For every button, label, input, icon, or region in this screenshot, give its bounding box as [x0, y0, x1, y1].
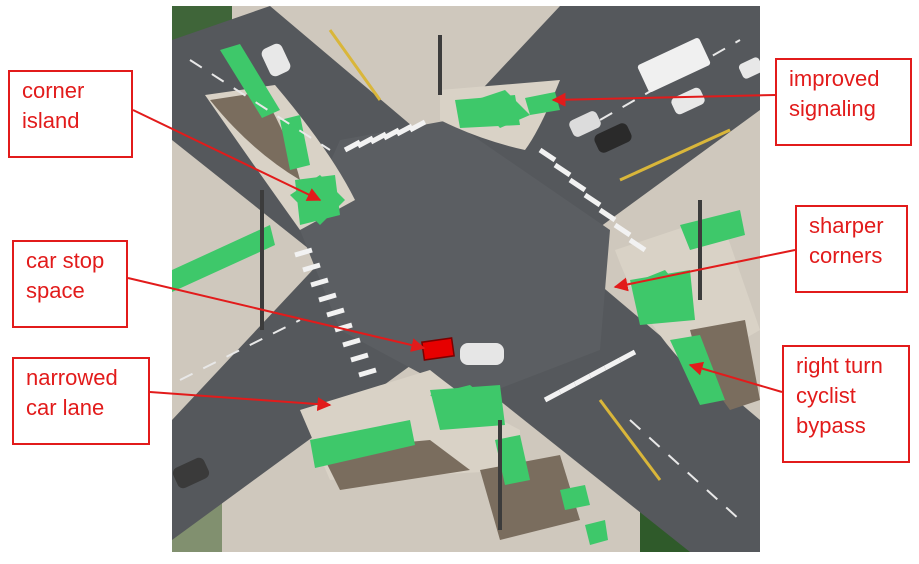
label-line: island: [22, 108, 80, 133]
label-line: cyclist: [796, 383, 856, 408]
label-improved-signaling: improved signaling: [775, 58, 912, 146]
crosswalk-w: [294, 247, 377, 378]
label-line: space: [26, 278, 85, 303]
planter-se: [690, 320, 760, 410]
signal-poles: [260, 35, 702, 530]
label-right-turn-bypass: right turn cyclist bypass: [782, 345, 910, 463]
label-sharper-corners: sharper corners: [795, 205, 908, 293]
crosswalk-s: [543, 349, 637, 403]
label-line: car lane: [26, 395, 105, 420]
label-narrowed-car-lane: narrowed car lane: [12, 357, 150, 445]
yellow-center-line: [328, 29, 731, 481]
label-line: corner: [22, 78, 85, 103]
car-icon: [172, 43, 760, 489]
label-corner-island: corner island: [8, 70, 133, 158]
label-line: car stop: [26, 248, 105, 273]
label-line: signaling: [789, 96, 876, 121]
arrow-improved-signaling: [551, 92, 776, 107]
planter-nw: [210, 92, 300, 180]
crosswalk-e: [538, 147, 647, 253]
label-line: right turn: [796, 353, 883, 378]
annotation-arrows: [127, 92, 796, 412]
arrow-car-stop-space: [127, 277, 426, 352]
arrow-right-turn-bypass: [688, 361, 783, 393]
crosswalk-n: [343, 119, 427, 153]
label-line: bypass: [796, 413, 866, 438]
label-line: narrowed: [26, 365, 118, 390]
intersection-core: [300, 120, 610, 400]
label-line: corners: [809, 243, 883, 268]
car-stop-marker: [421, 337, 455, 361]
arrow-narrowed-car-lane: [149, 391, 332, 412]
truck-icon: [637, 38, 711, 92]
arrow-sharper-corners: [613, 249, 796, 292]
arrow-corner-island: [132, 109, 322, 201]
aerial-photo: [172, 6, 760, 552]
label-line: improved: [789, 66, 880, 91]
label-line: sharper: [809, 213, 884, 238]
label-car-stop-space: car stop space: [12, 240, 128, 328]
